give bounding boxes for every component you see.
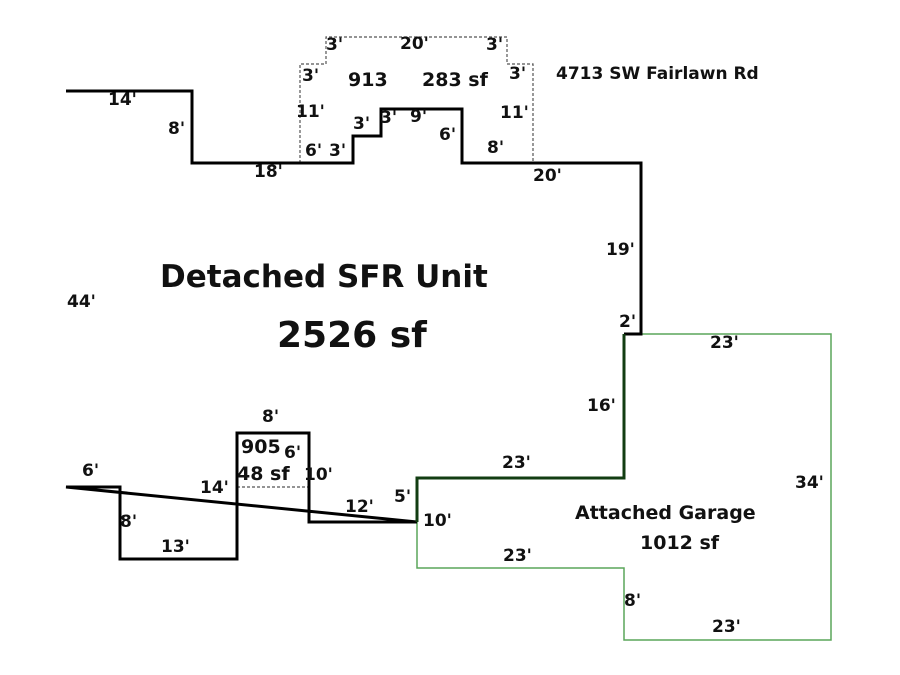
dim-upper-top-right-step: 3' — [486, 35, 504, 55]
dim-garage-top: 23' — [710, 333, 739, 353]
dim-left-lower-step: 8' — [120, 512, 138, 532]
dim-step-c: 3' — [353, 114, 371, 134]
main-unit-title: Detached SFR Unit — [160, 259, 488, 295]
dim-small-side: 6' — [284, 443, 302, 463]
property-address: 4713 SW Fairlawn Rd — [556, 64, 759, 84]
upper-addition-area: 283 sf — [422, 69, 488, 91]
dim-box-right: 10' — [304, 465, 333, 485]
upper-addition-outline — [299, 36, 534, 163]
dim-left-step: 8' — [168, 119, 186, 139]
dim-garage-left: 10' — [423, 511, 452, 531]
dim-bottom-left: 13' — [161, 537, 190, 557]
dim-garage-wall-step: 5' — [394, 487, 412, 507]
dim-box-left: 14' — [200, 478, 229, 498]
dim-top-center: 9' — [410, 107, 428, 127]
dim-garage-inner-step: 8' — [624, 591, 642, 611]
dim-upper-right-step: 3' — [509, 64, 527, 84]
dim-step-b: 3' — [329, 141, 347, 161]
garage-title: Attached Garage — [575, 502, 756, 524]
dim-box-top: 8' — [262, 407, 280, 427]
dim-top-left: 14' — [108, 90, 137, 110]
dim-top-right: 20' — [533, 166, 562, 186]
dim-left-lower: 6' — [82, 461, 100, 481]
shared-wall — [415, 334, 626, 522]
dim-top-mid: 18' — [254, 162, 283, 182]
dim-upper-left-step: 3' — [302, 66, 320, 86]
garage-area: 1012 sf — [640, 532, 720, 554]
dim-left: 44' — [67, 292, 96, 312]
dim-right-jog: 2' — [619, 312, 637, 332]
main-unit-outline — [65, 89, 643, 561]
main-unit-area: 2526 sf — [277, 315, 427, 356]
dim-bottom-mid: 12' — [345, 497, 374, 517]
dim-garage-inner-bottom: 23' — [503, 546, 532, 566]
dim-right-upper: 19' — [606, 240, 635, 260]
dim-center-drop: 6' — [439, 125, 457, 145]
dim-upper-left: 11' — [296, 102, 325, 122]
dim-upper-right: 11' — [500, 103, 529, 123]
dim-garage-bottom: 23' — [712, 617, 741, 637]
dim-garage-right: 34' — [795, 473, 824, 493]
dim-step-d: 3' — [380, 108, 398, 128]
dim-right-lower: 16' — [587, 396, 616, 416]
dim-step-a: 6' — [305, 141, 323, 161]
dim-upper-top: 20' — [400, 34, 429, 54]
garage-outline — [416, 333, 832, 641]
dim-upper-top-left-step: 3' — [326, 35, 344, 55]
dim-upper-bottom-right: 8' — [487, 138, 505, 158]
small-addition-id: 905 — [241, 436, 281, 458]
small-addition-area: 48 sf — [237, 463, 290, 485]
upper-addition-id: 913 — [348, 69, 388, 91]
dim-garage-wall-top: 23' — [502, 453, 531, 473]
